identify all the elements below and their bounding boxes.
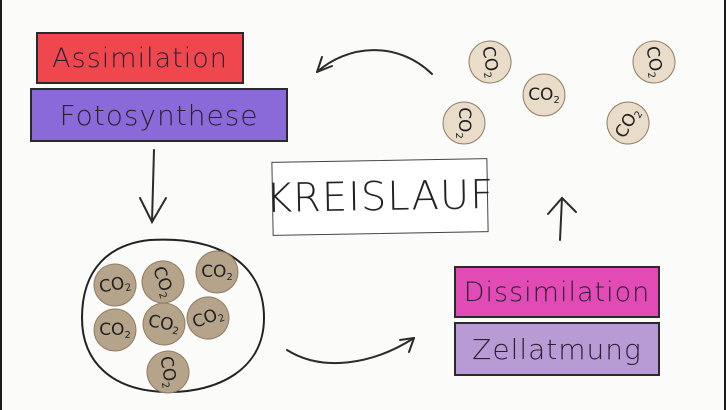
co2-text: CO2	[477, 45, 503, 80]
dissimilation-label: Dissimilation	[454, 266, 660, 318]
co2-token: CO2	[522, 73, 566, 117]
arrow-up	[547, 196, 577, 241]
co2-token: CO2	[442, 101, 486, 145]
co2-text: CO2	[147, 311, 182, 337]
co2-token: CO2	[93, 308, 137, 352]
arrow-curved-top	[316, 49, 433, 75]
co2-text: CO2	[155, 355, 181, 390]
arrow-curved-bottom	[286, 337, 415, 365]
co2-text: CO2	[201, 262, 233, 283]
co2-token: CO2	[632, 40, 676, 84]
co2-token: CO2	[141, 260, 185, 304]
co2-text: CO2	[641, 45, 667, 80]
fotosynthese-label: Fotosynthese	[30, 88, 288, 142]
co2-text: CO2	[454, 107, 475, 139]
co2-token: CO2	[195, 250, 239, 294]
co2-token: CO2	[606, 101, 650, 145]
co2-token: CO2	[93, 263, 137, 307]
zellatmung-label: Zellatmung	[454, 322, 660, 376]
co2-text: CO2	[99, 320, 131, 341]
co2-token: CO2	[468, 40, 512, 84]
arrow-down	[139, 149, 167, 225]
assimilation-label: Assimilation	[36, 32, 244, 84]
co2-token: CO2	[146, 350, 190, 394]
co2-token: CO2	[142, 302, 186, 346]
co2-text: CO2	[528, 85, 560, 106]
co2-text: CO2	[98, 272, 133, 298]
co2-token: CO2	[186, 296, 230, 340]
